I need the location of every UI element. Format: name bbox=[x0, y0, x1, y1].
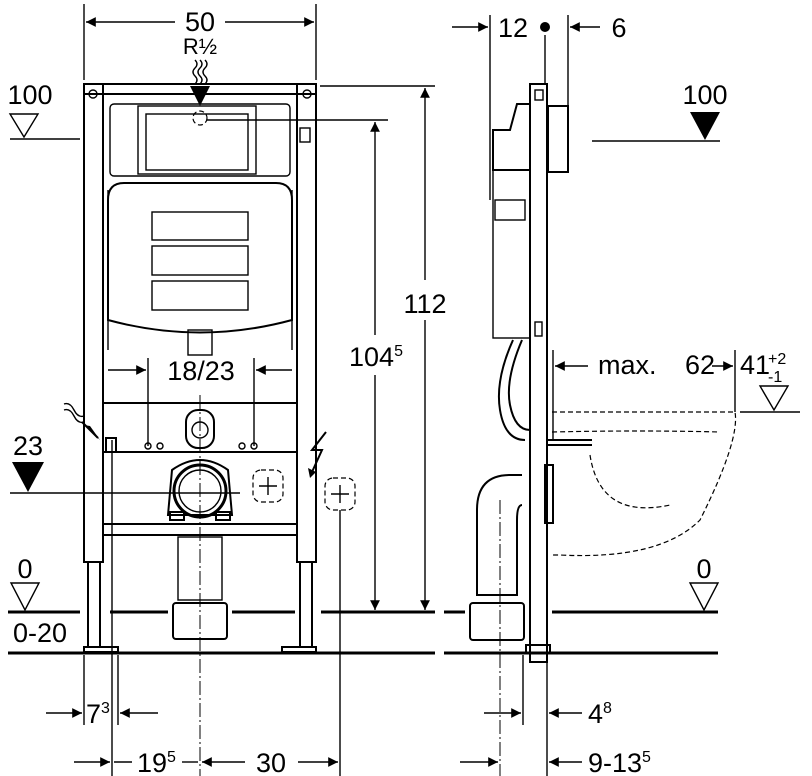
svg-text:1045: 1045 bbox=[349, 342, 403, 372]
svg-text:+2: +2 bbox=[768, 351, 786, 368]
dimension-max-projection: max. 62 bbox=[552, 350, 736, 440]
level-marker-0-right: 0 bbox=[688, 554, 720, 612]
svg-text:62: 62 bbox=[685, 350, 715, 380]
svg-text:48: 48 bbox=[588, 699, 612, 729]
svg-text:23: 23 bbox=[13, 431, 43, 461]
svg-text:6: 6 bbox=[611, 13, 626, 43]
reference-point-icon bbox=[540, 22, 550, 32]
seat-height-marker: 41 +2 -1 bbox=[740, 350, 800, 413]
power-socket-outlines bbox=[252, 469, 356, 776]
floor-lines-side bbox=[444, 610, 718, 655]
svg-text:100: 100 bbox=[682, 80, 727, 110]
svg-text:-1: -1 bbox=[768, 369, 782, 386]
level-marker-100-left: 100 bbox=[7, 80, 80, 140]
level-marker-100-right: 100 bbox=[592, 80, 728, 142]
svg-text:73: 73 bbox=[86, 699, 110, 729]
svg-text:100: 100 bbox=[7, 80, 52, 110]
level-marker-23: 23 bbox=[10, 431, 240, 494]
svg-text:12: 12 bbox=[498, 13, 528, 43]
wall-hung-toilet-outline bbox=[551, 411, 737, 557]
water-inlet-label: R½ bbox=[183, 34, 217, 59]
svg-text:195: 195 bbox=[137, 748, 176, 776]
dimension-wall-distance: 9-135 bbox=[460, 748, 651, 776]
svg-text:0: 0 bbox=[17, 554, 32, 584]
svg-text:18/23: 18/23 bbox=[167, 356, 235, 386]
floor-lines-front bbox=[8, 610, 435, 655]
level-marker-0-left: 0 bbox=[9, 554, 41, 612]
svg-text:max.: max. bbox=[598, 350, 657, 380]
floor-adjust-label: 0-20 bbox=[13, 618, 67, 648]
width-label: 50 bbox=[185, 7, 215, 37]
dimension-width: 50 bbox=[83, 4, 317, 80]
dimension-frame-depth: 12 6 bbox=[452, 13, 627, 200]
dimension-post-to-center: 195 bbox=[74, 748, 198, 776]
installation-frame bbox=[83, 83, 317, 776]
dimension-pipe-offset: 48 bbox=[484, 655, 612, 776]
water-supply-arrow-icon bbox=[63, 402, 100, 440]
front-view: 50 R½ 100 bbox=[7, 4, 447, 776]
side-view: 12 6 100 bbox=[444, 13, 800, 776]
electricity-lightning-icon bbox=[309, 431, 327, 473]
installation-frame-side bbox=[469, 83, 592, 776]
svg-text:41: 41 bbox=[740, 350, 770, 380]
dimension-height-inner: 1045 bbox=[349, 121, 403, 610]
dimension-bolt-spacing: 18/23 bbox=[108, 356, 292, 446]
water-inlet-arrow-icon bbox=[190, 59, 388, 126]
dimension-height-total: 112 bbox=[320, 85, 447, 610]
dimension-center-to-power: 30 bbox=[201, 748, 338, 776]
svg-text:112: 112 bbox=[403, 289, 446, 319]
svg-text:30: 30 bbox=[256, 748, 286, 776]
dimension-post-width: 73 bbox=[46, 440, 158, 776]
svg-text:0: 0 bbox=[696, 554, 711, 584]
svg-text:9-135: 9-135 bbox=[588, 748, 651, 776]
